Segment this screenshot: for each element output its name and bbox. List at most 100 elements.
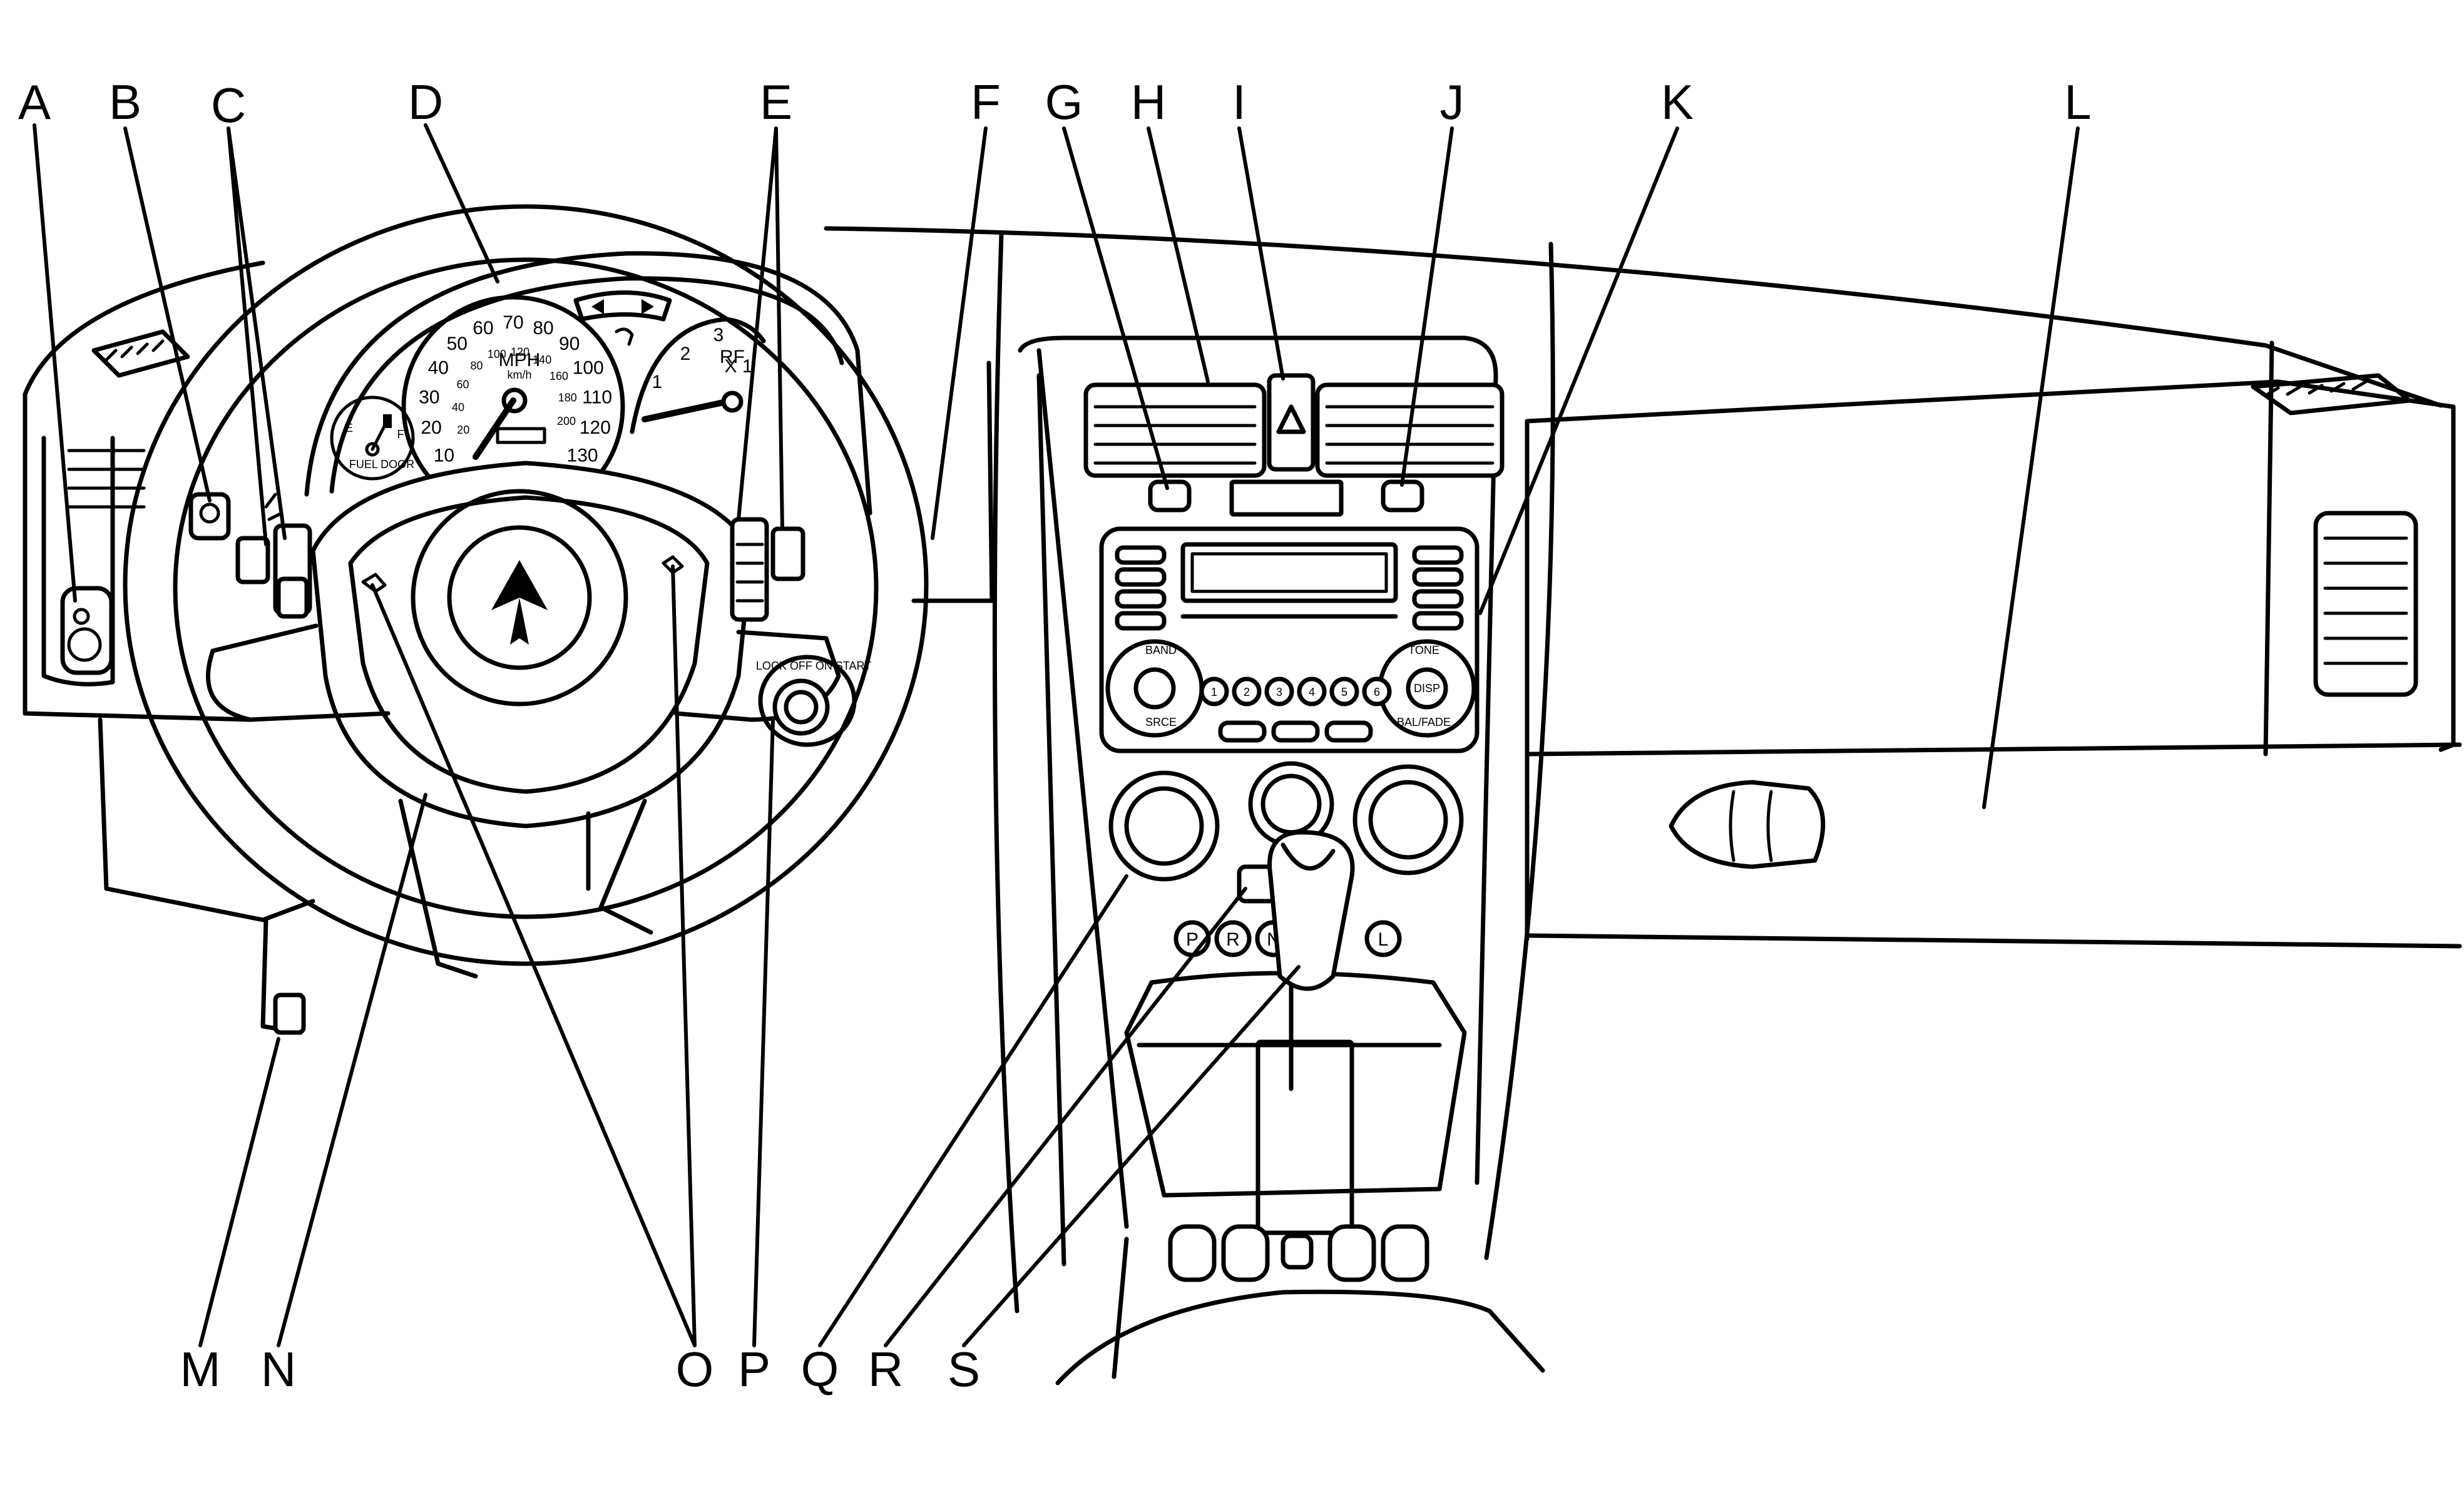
glovebox-and-vents [1669, 373, 2418, 869]
tach-unit-label: RF [720, 347, 745, 367]
callout-H: H [1131, 74, 1166, 130]
kmh-tick-label: 180 [558, 392, 577, 404]
right-control-stalks [730, 517, 805, 622]
radio-side-button-right[interactable] [1412, 567, 1464, 587]
shift-position-label: P [1186, 929, 1199, 950]
radio-preset-button[interactable] [1329, 676, 1359, 707]
radio-preset-label: 6 [1374, 686, 1380, 698]
kmh-tick-label: 140 [533, 354, 551, 366]
callout-P: P [738, 1342, 770, 1397]
callout-K: K [1661, 74, 1694, 130]
callout-G: G [1045, 74, 1083, 130]
shift-position-label: R [1226, 929, 1240, 950]
console-buttons [1168, 1224, 1429, 1282]
shift-position-label: L [1378, 929, 1389, 950]
callout-E: E [760, 74, 792, 130]
radio-preset-button[interactable] [1264, 676, 1294, 707]
mph-tick-label: 100 [573, 358, 604, 379]
callout-labels: A B C D E F G H I J K L M N O P Q R S [18, 74, 2092, 1397]
kmh-tick-label: 120 [511, 346, 529, 359]
callout-I: I [1232, 74, 1246, 130]
radio-side-button-left[interactable] [1115, 589, 1167, 609]
radio-preset-button[interactable] [1362, 676, 1392, 707]
speedometer-unit-mph: MPH [499, 350, 541, 370]
callout-C: C [211, 78, 246, 133]
climate-controls [1108, 761, 1464, 904]
traction-control-button[interactable] [1148, 479, 1192, 513]
hood-release [260, 917, 306, 1035]
tach-number-3: 3 [713, 325, 724, 345]
mph-tick-label: 120 [580, 417, 611, 438]
callout-L: L [2064, 74, 2091, 130]
passenger-vent[interactable] [2313, 511, 2418, 697]
tach-number-2: 2 [680, 344, 691, 364]
pontiac-logo [491, 560, 548, 610]
radio-side-button-right[interactable] [1412, 589, 1464, 609]
radio-preset-label: 4 [1309, 686, 1315, 698]
radio-band-label: BAND [1145, 644, 1177, 656]
callout-B: B [109, 74, 141, 130]
mph-tick-label: 80 [533, 318, 553, 339]
fuel-door-label: FUEL DOOR [349, 458, 414, 471]
kmh-tick-label: 100 [488, 348, 506, 360]
radio-side-button-right[interactable] [1412, 611, 1464, 631]
radio-preset-label: 2 [1244, 686, 1250, 698]
dashboard-outline [824, 226, 2462, 1314]
callout-J: J [1440, 74, 1465, 130]
callout-D: D [408, 74, 443, 130]
speedometer-unit-kmh: km/h [507, 369, 531, 381]
radio-preset-label: 1 [1211, 686, 1217, 698]
shift-position-indicator [1364, 920, 1402, 957]
center-stack: BAND SRCE TONE BAL/FADE DISP 1 2 3 4 5 6 [911, 335, 1505, 1267]
fuel-gauge: E F FUEL DOOR [330, 395, 415, 481]
mph-tick-label: 70 [503, 312, 523, 333]
fuel-empty-label: E [345, 422, 353, 434]
callout-N: N [261, 1342, 296, 1397]
ignition-positions: LOCK OFF ON START [756, 660, 871, 672]
radio-tone-label: TONE [1408, 644, 1439, 656]
mph-tick-label: 40 [428, 358, 449, 379]
kmh-tick-label: 40 [452, 401, 464, 414]
callout-A: A [18, 74, 51, 130]
mph-tick-label: 30 [419, 387, 439, 407]
radio-preset-button[interactable] [1199, 676, 1229, 707]
callout-R: R [868, 1342, 903, 1397]
callout-S: S [948, 1342, 980, 1397]
radio-side-button-left[interactable] [1115, 611, 1167, 631]
radio-side-button-left[interactable] [1115, 567, 1167, 587]
turn-signal-indicators [573, 290, 672, 322]
radio-side-button-left[interactable] [1115, 545, 1167, 565]
steering-wheel [123, 204, 929, 979]
radio-preset-label: 5 [1341, 686, 1347, 698]
shift-position-indicator [1214, 920, 1252, 957]
mph-tick-label: 20 [421, 417, 441, 438]
callout-Q: Q [801, 1342, 839, 1397]
radio-preset-button[interactable] [1297, 676, 1327, 707]
tach-multiplier-label: X 1 [724, 356, 752, 377]
kmh-tick-label: 60 [457, 378, 469, 390]
radio-side-button-right[interactable] [1412, 545, 1464, 565]
radio-srce-label: SRCE [1145, 716, 1177, 728]
fuel-full-label: F [397, 428, 404, 441]
kmh-tick-label: 160 [550, 370, 568, 382]
radio-preset-label: 3 [1276, 686, 1282, 698]
hazard-button[interactable] [1267, 373, 1316, 472]
mph-tick-label: 10 [434, 445, 454, 466]
kmh-tick-label: 80 [470, 359, 483, 372]
radio-disp-label: DISP [1414, 682, 1440, 695]
shift-knob[interactable] [1267, 830, 1355, 991]
ignition-switch: LOCK OFF ON START [756, 655, 871, 747]
left-dash-section [23, 260, 315, 922]
mph-tick-label: 60 [473, 318, 493, 339]
tach-number-1: 1 [652, 372, 663, 392]
kmh-tick-label: 200 [557, 415, 576, 427]
mph-tick-label: 130 [567, 445, 598, 466]
kmh-tick-label: 20 [457, 424, 469, 436]
radio-balfade-label: BAL/FADE [1397, 716, 1451, 728]
callout-M: M [180, 1342, 221, 1397]
radio-preset-button[interactable] [1232, 676, 1262, 707]
left-control-stalks [188, 492, 312, 619]
leader-lines [33, 123, 2080, 1347]
